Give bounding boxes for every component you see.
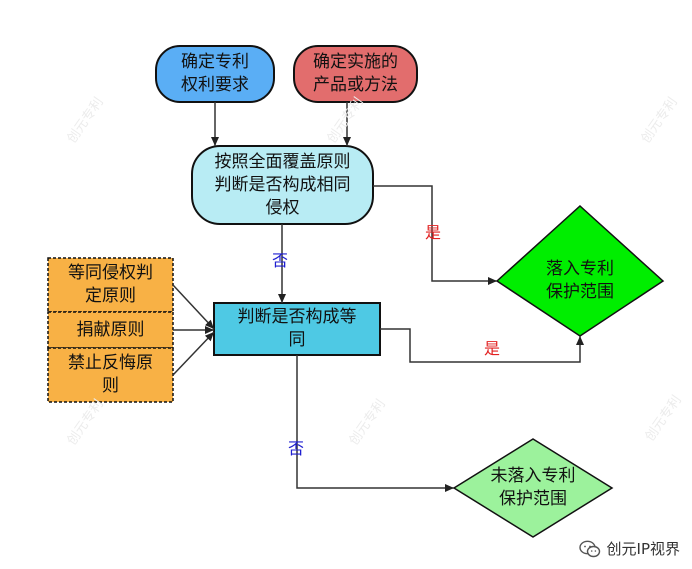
edge-judge-to-not-in-scope [296, 355, 454, 492]
edge-equivalence-to-judge [172, 284, 215, 330]
footer-brand: 创元IP视界 [578, 538, 680, 559]
edge-estoppel-to-judge [172, 331, 215, 376]
dedication-principle-label: 捐献原则 [76, 319, 145, 340]
footer-text: 创元IP视界 [606, 540, 680, 558]
estoppel-principle-label: 禁止反悔原 则 [68, 353, 153, 396]
estoppel-principle-node [47, 347, 174, 403]
not-in-scope-node [452, 438, 614, 538]
edge-label-yes: 是 [484, 339, 501, 358]
judge-equivalent-label: 判断是否构成等 同 [237, 307, 357, 350]
edge-label-no: 否 [288, 439, 305, 458]
full-coverage-label: 按照全面覆盖原则 判断是否构成相同 侵权 [214, 151, 351, 218]
edge-label-no: 否 [272, 251, 289, 270]
edge-judge-to-in-scope [380, 328, 584, 363]
edge-full-to-in-scope [373, 185, 497, 285]
confirm-product-label: 确定实施的 产品或方法 [313, 52, 398, 95]
edge-label-yes: 是 [425, 223, 442, 242]
in-scope-label: 落入专利 保护范围 [546, 259, 614, 302]
confirm-product-node [293, 45, 418, 103]
wechat-icon [578, 540, 600, 557]
not-in-scope-label: 未落入专利 保护范围 [490, 466, 576, 509]
confirm-claims-label: 确定专利 权利要求 [181, 52, 249, 95]
equivalence-principle-label: 等同侵权判 定原则 [68, 263, 153, 306]
